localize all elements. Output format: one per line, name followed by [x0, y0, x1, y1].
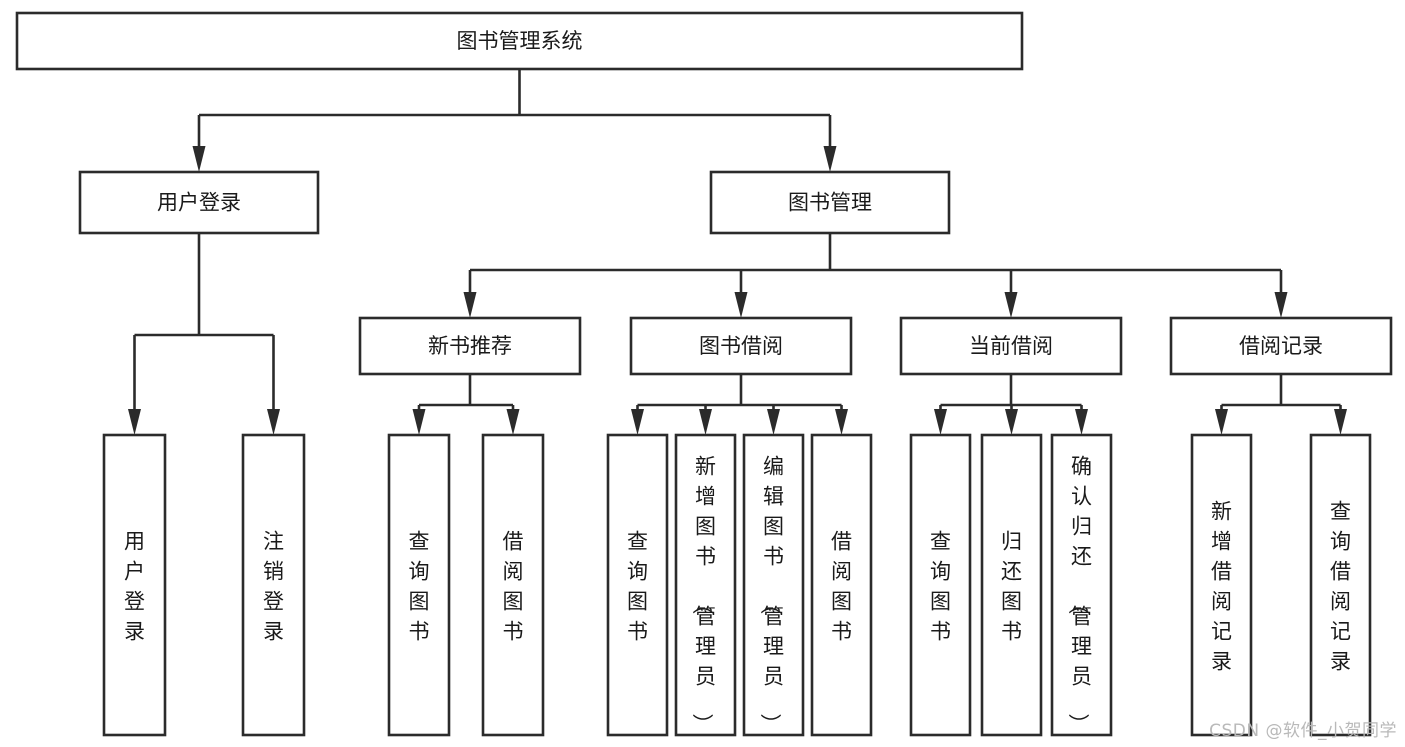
- box-outline: [909, 433, 972, 737]
- node-label: 编辑图书（管理员）: [758, 454, 784, 734]
- connector-group: [128, 233, 280, 435]
- arrow-head-icon: [631, 409, 644, 435]
- node-label: 查询借阅记录: [1330, 499, 1351, 673]
- node-label: 借阅图书: [831, 529, 852, 643]
- node-label: 查询图书: [409, 529, 430, 643]
- leaf-node-box[interactable]: 查询借阅记录: [1309, 433, 1372, 737]
- box-outline: [102, 433, 167, 737]
- connector-group: [412, 374, 520, 435]
- box-outline: [674, 433, 737, 737]
- leaf-node-box[interactable]: 归还图书: [980, 433, 1043, 737]
- node-label: 新增图书（管理员）: [690, 454, 716, 734]
- box-outline: [358, 316, 582, 376]
- box-outline: [241, 433, 306, 737]
- connector-group: [1215, 374, 1347, 435]
- leaf-node-box[interactable]: 新增借阅记录: [1190, 433, 1253, 737]
- watermark-label: CSDN @软件_小贺同学: [1209, 721, 1397, 741]
- connector-group: [463, 233, 1288, 318]
- node-label: 新书推荐: [428, 334, 512, 358]
- leaf-node-box[interactable]: 编辑图书（管理员）: [742, 433, 805, 737]
- level3-node-box[interactable]: 新书推荐: [358, 316, 582, 376]
- node-label: 新增借阅记录: [1211, 499, 1232, 673]
- node-label: 当前借阅: [969, 334, 1053, 358]
- box-outline: [1169, 316, 1393, 376]
- connector-group: [192, 69, 837, 172]
- node-label: 注销登录: [263, 529, 284, 643]
- connector-group: [631, 374, 848, 435]
- arrow-head-icon: [823, 146, 837, 172]
- root-node-box[interactable]: 图书管理系统: [15, 11, 1024, 71]
- box-outline: [78, 170, 320, 235]
- arrow-head-icon: [1274, 292, 1288, 318]
- arrow-head-icon: [1075, 409, 1088, 435]
- box-outline: [810, 433, 873, 737]
- arrow-head-icon: [1215, 409, 1228, 435]
- node-label: 借阅记录: [1239, 334, 1323, 358]
- level2-node-box[interactable]: 图书管理: [709, 170, 951, 235]
- box-outline: [709, 170, 951, 235]
- box-outline: [629, 316, 853, 376]
- node-label: 确认归还（管理员）: [1066, 454, 1092, 734]
- level3-node-box[interactable]: 图书借阅: [629, 316, 853, 376]
- leaf-node-box[interactable]: 借阅图书: [481, 433, 545, 737]
- node-label: 图书管理系统: [457, 29, 583, 53]
- leaf-node-box[interactable]: 查询图书: [606, 433, 669, 737]
- leaf-node-box[interactable]: 注销登录: [241, 433, 306, 737]
- node-label: 图书管理: [788, 191, 872, 215]
- arrow-head-icon: [1334, 409, 1347, 435]
- level3-node-box[interactable]: 当前借阅: [899, 316, 1123, 376]
- box-outline: [980, 433, 1043, 737]
- node-label: 用户登录: [157, 191, 241, 215]
- arrow-head-icon: [412, 409, 426, 435]
- arrow-head-icon: [1005, 409, 1018, 435]
- arrow-head-icon: [506, 409, 520, 435]
- box-outline: [1050, 433, 1113, 737]
- arrow-head-icon: [192, 146, 206, 172]
- connector-group: [934, 374, 1088, 435]
- node-label: 查询图书: [930, 529, 951, 643]
- box-outline: [899, 316, 1123, 376]
- node-layer: 图书管理系统用户登录图书管理新书推荐图书借阅当前借阅借阅记录用户登录注销登录查询…: [15, 11, 1393, 737]
- leaf-node-box[interactable]: 新增图书（管理员）: [674, 433, 737, 737]
- connector-layer: [128, 69, 1347, 435]
- box-outline: [15, 11, 1024, 71]
- node-label: 查询图书: [627, 529, 648, 643]
- level3-node-box[interactable]: 借阅记录: [1169, 316, 1393, 376]
- node-label: 借阅图书: [503, 529, 524, 643]
- box-outline: [742, 433, 805, 737]
- box-outline: [1309, 433, 1372, 737]
- arrow-head-icon: [699, 409, 712, 435]
- arrow-head-icon: [463, 292, 477, 318]
- leaf-node-box[interactable]: 查询图书: [387, 433, 451, 737]
- arrow-head-icon: [1004, 292, 1018, 318]
- node-label: 图书借阅: [699, 334, 783, 358]
- arrow-head-icon: [128, 409, 141, 435]
- level2-node-box[interactable]: 用户登录: [78, 170, 320, 235]
- leaf-node-box[interactable]: 用户登录: [102, 433, 167, 737]
- node-label: 归还图书: [1001, 529, 1022, 643]
- arrow-head-icon: [835, 409, 848, 435]
- arrow-head-icon: [767, 409, 780, 435]
- arrow-head-icon: [267, 409, 280, 435]
- leaf-node-box[interactable]: 查询图书: [909, 433, 972, 737]
- leaf-node-box[interactable]: 借阅图书: [810, 433, 873, 737]
- arrow-head-icon: [734, 292, 748, 318]
- leaf-node-box[interactable]: 确认归还（管理员）: [1050, 433, 1113, 737]
- box-outline: [387, 433, 451, 737]
- node-label: 用户登录: [124, 529, 145, 643]
- box-outline: [1190, 433, 1253, 737]
- box-outline: [606, 433, 669, 737]
- box-outline: [481, 433, 545, 737]
- arrow-head-icon: [934, 409, 947, 435]
